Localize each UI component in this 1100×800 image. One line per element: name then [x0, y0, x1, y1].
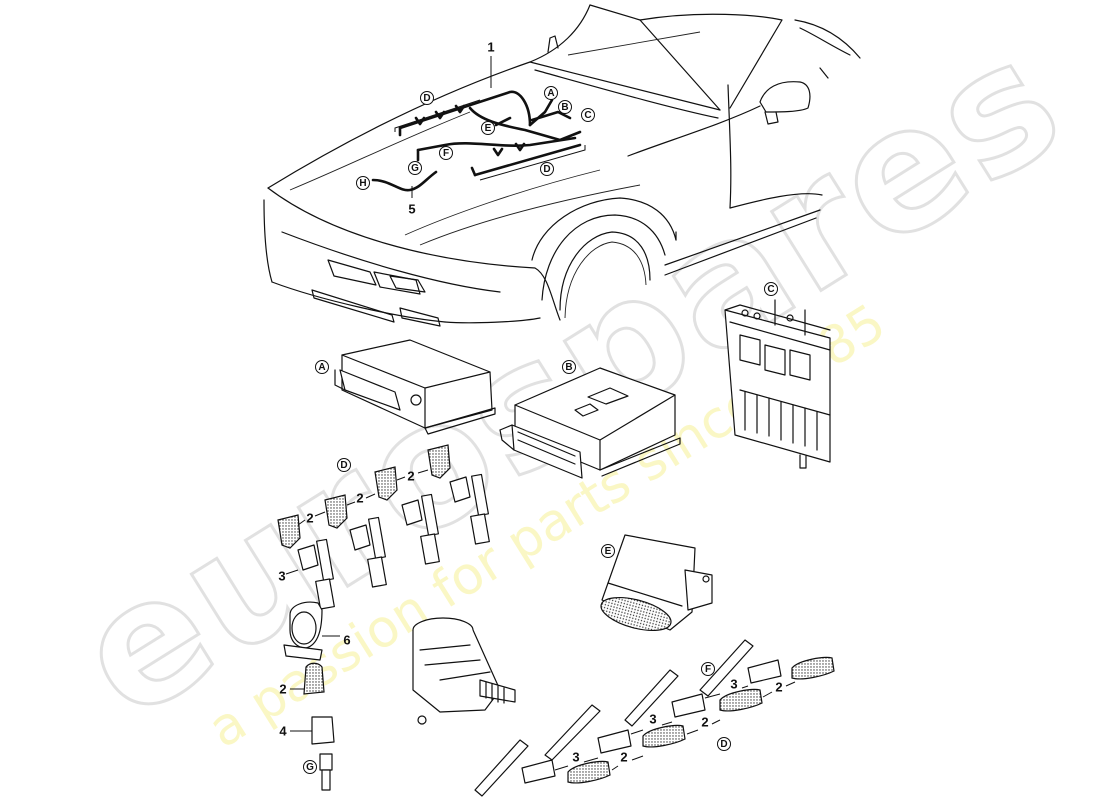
ref-letter-b: B: [558, 100, 572, 114]
ref-letter-d: D: [717, 737, 731, 751]
ref-letter-c: C: [764, 282, 778, 296]
part-number-3: 3: [649, 711, 657, 727]
ref-letter-f: F: [701, 662, 715, 676]
injector-set-upper: [277, 444, 490, 610]
part-number-2: 2: [306, 510, 314, 526]
control-unit-a: [334, 339, 496, 435]
control-unit-b: [499, 367, 681, 479]
part-number-4: 4: [279, 723, 287, 739]
relay-panel-c: [724, 299, 831, 469]
ref-letter-g: G: [408, 161, 422, 175]
part-number-2: 2: [279, 681, 287, 697]
part-number-2: 2: [407, 468, 415, 484]
ref-letter-b: B: [562, 360, 576, 374]
part-number-1: 1: [487, 39, 495, 55]
ref-letter-g: G: [303, 760, 317, 774]
part-number-3: 3: [572, 749, 580, 765]
part-number-5: 5: [408, 201, 416, 217]
part-number-3: 3: [730, 676, 738, 692]
ref-letter-f: F: [439, 146, 453, 160]
part-number-2: 2: [775, 679, 783, 695]
part-number-2: 2: [620, 749, 628, 765]
part-number-3: 3: [278, 568, 286, 584]
ref-letter-h: H: [356, 176, 370, 190]
ref-letter-d: D: [337, 458, 351, 472]
ref-letter-a: A: [544, 86, 558, 100]
car-outline: [263, 4, 861, 327]
part-number-2: 2: [701, 714, 709, 730]
ref-letter-e: E: [481, 121, 495, 135]
ref-letter-a: A: [315, 360, 329, 374]
ref-letter-d: D: [420, 91, 434, 105]
air-flow-meter-e: [600, 534, 713, 632]
throttle-body-f: [412, 617, 516, 725]
ref-letter-e: E: [601, 544, 615, 558]
injector-set-lower: [474, 639, 835, 797]
part-number-6: 6: [343, 632, 351, 648]
ref-letter-c: C: [581, 108, 595, 122]
sensor-stack: [283, 601, 340, 791]
ref-letter-d: D: [540, 162, 554, 176]
wiring-harness: [371, 56, 586, 198]
part-number-2: 2: [356, 490, 364, 506]
